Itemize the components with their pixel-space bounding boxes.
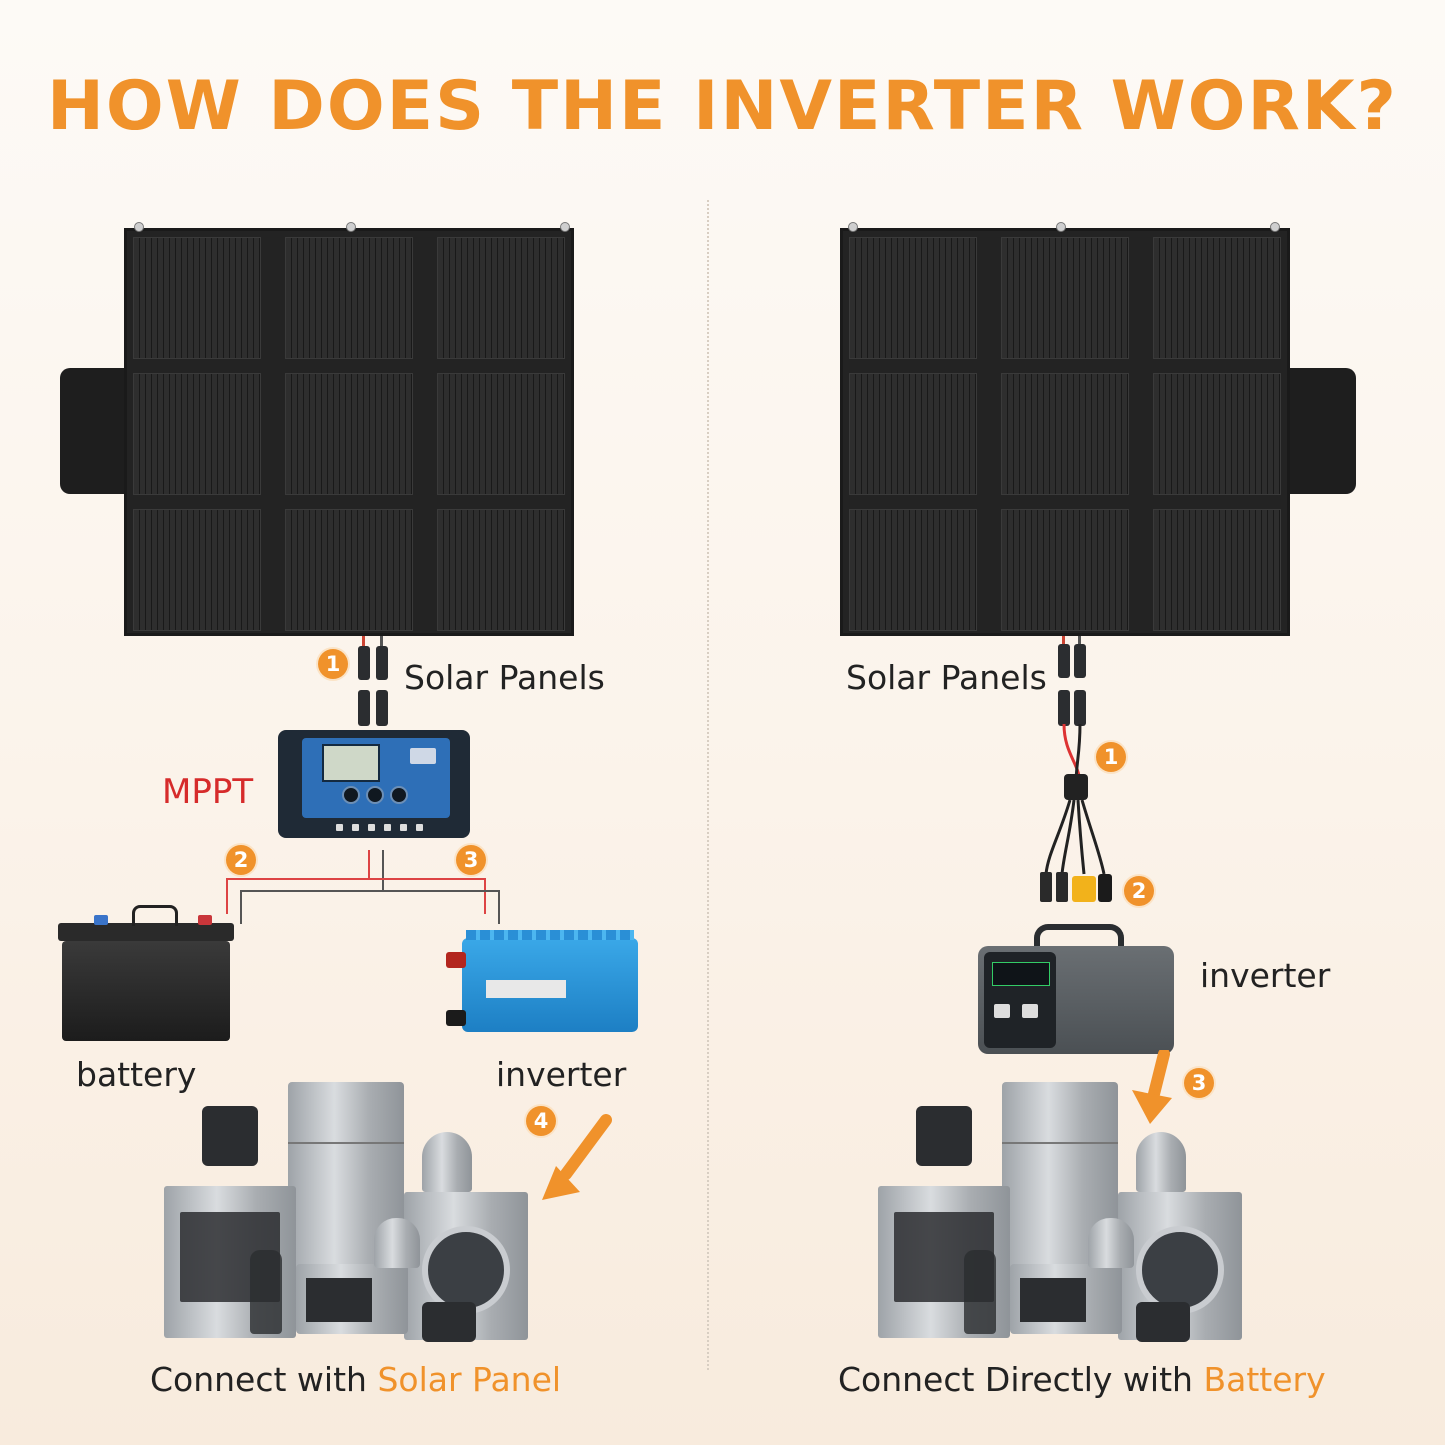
power-station-icon <box>978 924 1174 1056</box>
step-badge-3: 3 <box>456 845 486 875</box>
step-badge-1: 1 <box>318 649 348 679</box>
step-badge-4: 4 <box>526 1106 556 1136</box>
center-divider <box>707 200 709 1370</box>
step-badge-2-right: 2 <box>1124 876 1154 906</box>
caption-left: Connect with Solar Panel <box>150 1360 561 1399</box>
step-badge-1-right: 1 <box>1096 742 1126 772</box>
solar-panel-icon <box>124 228 574 636</box>
appliances-icon <box>874 1082 1246 1350</box>
caption-right-highlight: Battery <box>1203 1360 1326 1399</box>
mppt-label: MPPT <box>162 772 254 812</box>
appliances-icon <box>160 1082 532 1350</box>
arrow-icon <box>542 1114 612 1200</box>
step-badge-3-right: 3 <box>1184 1068 1214 1098</box>
inverter-label-left: inverter <box>496 1055 627 1094</box>
caption-left-highlight: Solar Panel <box>377 1360 562 1399</box>
mc4-connector <box>1058 644 1070 678</box>
battery-label: battery <box>76 1055 197 1094</box>
step-badge-2: 2 <box>226 845 256 875</box>
arrow-icon <box>1132 1050 1172 1124</box>
caption-right: Connect Directly with Battery <box>838 1360 1326 1399</box>
solar-panels-label: Solar Panels <box>404 658 605 697</box>
solar-panels-label-right: Solar Panels <box>846 658 1047 697</box>
charge-controller-icon <box>278 730 470 838</box>
solar-panel-icon <box>840 228 1290 636</box>
caption-right-prefix: Connect Directly with <box>838 1360 1193 1399</box>
inverter-label-right: inverter <box>1200 956 1331 995</box>
mc4-connector <box>1074 644 1086 678</box>
mc4-connector <box>376 646 388 680</box>
mc4-connector <box>358 646 370 680</box>
cable-splitter-icon <box>1040 724 1112 902</box>
page-title: HOW DOES THE INVERTER WORK? <box>47 67 1398 146</box>
inverter-icon <box>442 930 642 1040</box>
car-battery-icon <box>58 905 234 1043</box>
caption-left-prefix: Connect with <box>150 1360 367 1399</box>
